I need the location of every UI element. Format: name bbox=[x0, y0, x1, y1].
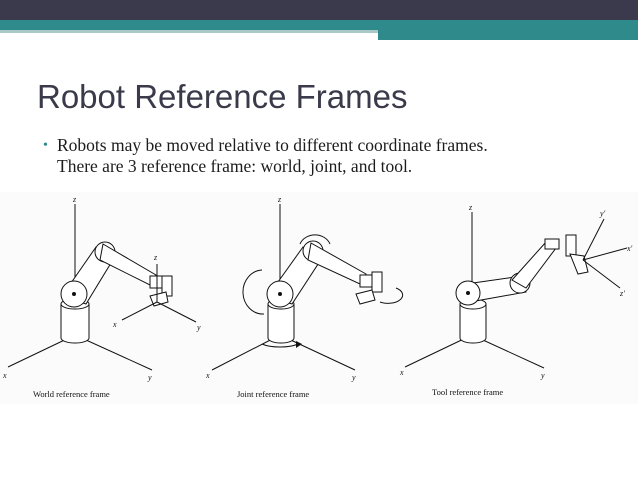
tool-gripper bbox=[569, 253, 589, 275]
tool-wrist-plate bbox=[565, 234, 577, 257]
joint-frame-caption: Joint reference frame bbox=[237, 389, 309, 399]
world-y-label: y bbox=[147, 373, 152, 382]
world-upper-link bbox=[99, 243, 157, 286]
tool-zprime-label: z' bbox=[619, 289, 625, 298]
header-band bbox=[0, 0, 638, 20]
tool-z-label: z bbox=[468, 203, 473, 212]
reference-frames-figure: z x y z x y World reference frame bbox=[0, 192, 638, 404]
joint-base-arrowhead bbox=[296, 341, 302, 348]
bullet-point: • Robots may be moved relative to differ… bbox=[43, 135, 617, 177]
world-z-label: z bbox=[72, 195, 77, 204]
joint-z-label: z bbox=[277, 195, 282, 204]
joint-wrist-plate bbox=[371, 271, 383, 293]
tool-y-label: y bbox=[540, 371, 545, 380]
world-x-label: x bbox=[2, 371, 7, 380]
bullet-dot-icon: • bbox=[43, 138, 48, 153]
world-tool-y-label: y bbox=[196, 323, 201, 332]
joint-frame-illustration: z x y Joint reference frame bbox=[205, 195, 404, 399]
tool-yprime-label: y' bbox=[599, 209, 606, 218]
tool-frame-caption: Tool reference frame bbox=[432, 387, 503, 397]
joint-shoulder-rotation-arrow bbox=[242, 269, 265, 315]
world-frame-illustration: z x y z x y World reference frame bbox=[2, 195, 201, 399]
joint-robot-base bbox=[267, 304, 295, 344]
tool-shoulder-pin bbox=[466, 291, 470, 295]
tool-robot-base bbox=[459, 304, 487, 344]
joint-y-label: y bbox=[351, 373, 356, 382]
joint-wrist-rotation-arrow bbox=[379, 287, 404, 304]
world-frame-caption: World reference frame bbox=[33, 389, 110, 399]
accent-band bbox=[0, 20, 638, 30]
tool-xprime-label: x' bbox=[626, 244, 633, 253]
accent-band-right bbox=[378, 30, 638, 40]
world-tool-z-label: z bbox=[153, 253, 158, 262]
world-tool-x-axis bbox=[121, 301, 158, 321]
world-shoulder-pin bbox=[72, 292, 76, 296]
world-tool-y-axis bbox=[156, 301, 197, 323]
joint-elbow-rotation-arrow bbox=[299, 234, 331, 245]
joint-x-axis bbox=[211, 334, 281, 371]
tool-frame-illustration: z x y y' x' z' Tool reference frame bbox=[399, 203, 633, 397]
joint-gripper bbox=[355, 289, 376, 305]
joint-base-rotation-arrow bbox=[261, 343, 299, 348]
world-tool-x-label: x bbox=[112, 320, 117, 329]
tool-wrist bbox=[544, 238, 560, 250]
accent-rule bbox=[0, 30, 378, 33]
world-wrist-plate bbox=[161, 275, 173, 297]
world-robot-base bbox=[60, 304, 90, 344]
joint-upper-link bbox=[307, 242, 367, 285]
tool-x-label: x bbox=[399, 368, 404, 377]
tool-zprime-axis bbox=[582, 259, 621, 289]
joint-shoulder-pin bbox=[278, 292, 282, 296]
world-y-axis bbox=[74, 334, 153, 371]
slide-title: Robot Reference Frames bbox=[37, 78, 408, 115]
robot-illustrations: z x y z x y World reference frame bbox=[2, 195, 633, 399]
tool-xprime-axis bbox=[582, 247, 628, 261]
bullet-line-2: There are 3 reference frame: world, join… bbox=[57, 156, 413, 176]
bullet-line-1: Robots may be moved relative to differen… bbox=[57, 135, 488, 155]
world-gripper bbox=[149, 291, 169, 307]
joint-x-label: x bbox=[205, 371, 210, 380]
tool-yprime-axis bbox=[582, 218, 605, 261]
